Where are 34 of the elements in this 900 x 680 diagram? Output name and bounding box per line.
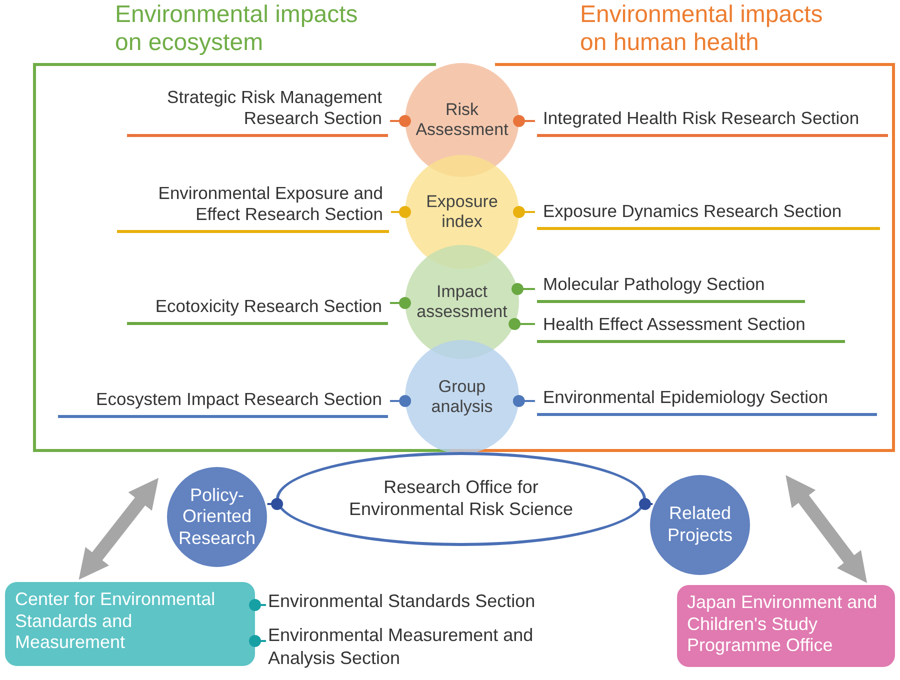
connector-dot <box>390 395 412 407</box>
connector-dot <box>512 283 535 295</box>
section-name: Strategic Risk Management Research Section <box>127 82 388 137</box>
section-name: Environmental Epidemiology Section <box>537 376 877 416</box>
connector-dot <box>508 318 535 330</box>
category-circle: Policy-Oriented Research <box>167 467 267 567</box>
section-name: Integrated Health Risk Research Section <box>537 100 888 137</box>
connector-dot <box>249 599 266 611</box>
section-name: Molecular Pathology Section <box>537 266 805 303</box>
connector-dot <box>249 635 266 647</box>
connector-dot <box>513 115 535 127</box>
section-name: Ecotoxicity Research Section <box>127 285 388 325</box>
section-name: Ecosystem Impact Research Section <box>58 380 388 418</box>
connector-dot <box>391 206 411 218</box>
connector-dot <box>390 115 411 127</box>
connector-dot <box>267 498 284 510</box>
office-ellipse: Research Office for Environmental Risk Science <box>276 452 646 546</box>
connector-dot <box>638 498 653 510</box>
category-circle: Group analysis <box>405 340 519 454</box>
connector-dot <box>390 297 411 309</box>
double-arrow <box>786 475 868 583</box>
office-card: Japan Environment and Children's Study Programme Office <box>677 585 895 667</box>
office-card: Center for Environmental Standards and Measurement <box>5 582 255 666</box>
connector-dot <box>512 395 535 407</box>
panel-heading: Environmental impacts on ecosystem <box>115 1 359 56</box>
section-name: Health Effect Assessment Section <box>537 305 845 343</box>
section-name: Environmental Measurement and Analysis Section <box>268 624 578 676</box>
section-name: Environmental Exposure and Effect Research Section <box>117 175 389 233</box>
connector-dot <box>513 206 535 218</box>
section-name: Environmental Standards Section <box>268 590 578 620</box>
panel-heading: Environmental impacts on human health <box>580 1 824 56</box>
section-name: Exposure Dynamics Research Section <box>537 193 880 230</box>
double-arrow <box>78 478 159 580</box>
category-circle: Related Projects <box>650 475 750 575</box>
